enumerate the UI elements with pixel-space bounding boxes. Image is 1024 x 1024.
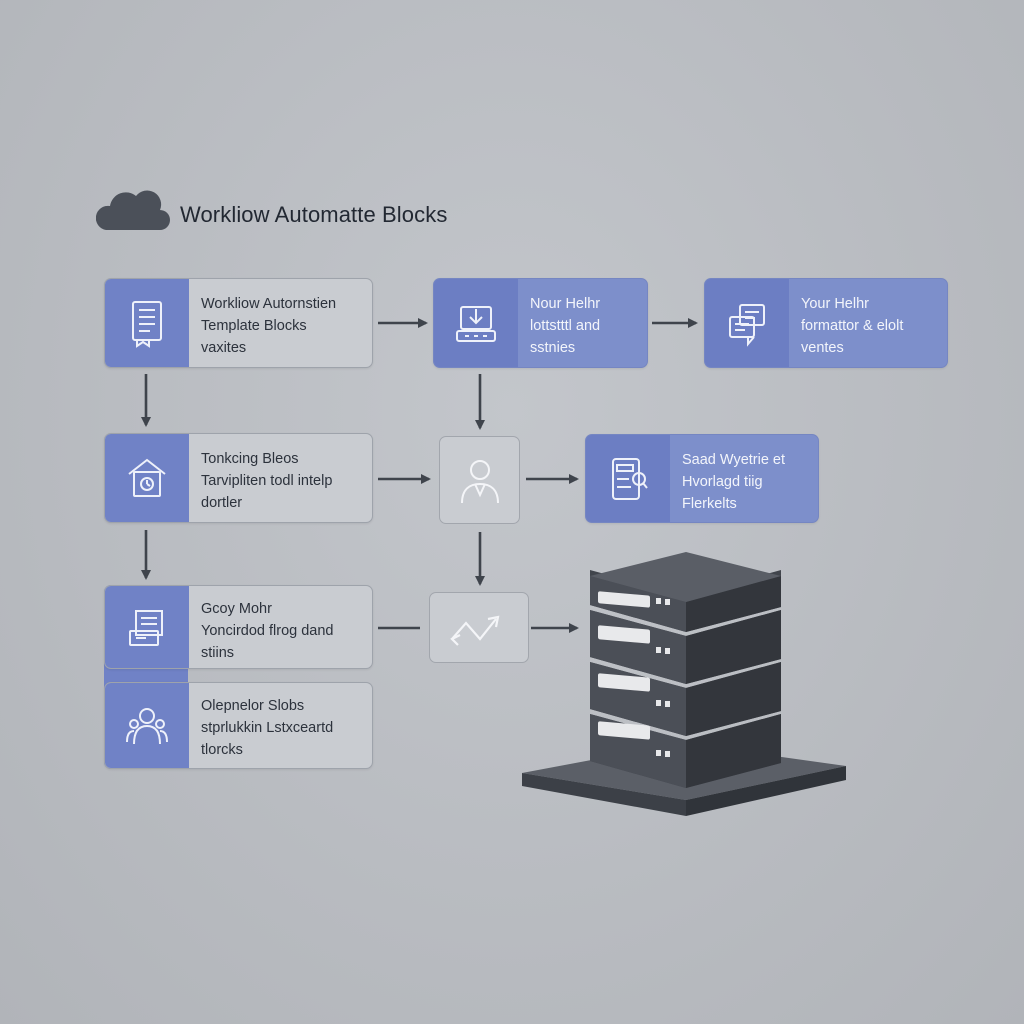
card-line: sstnies	[530, 340, 576, 356]
block-template-blocks[interactable]: Workliow Autornstien Template Blocks vax…	[104, 278, 373, 368]
block-your-helhr[interactable]: Your Helhr formattor & elolt ventes	[704, 278, 948, 368]
card-line: ventes	[801, 340, 844, 356]
card-line: Yoncirdod flrog dand	[201, 623, 334, 639]
block-saad-wyetrie[interactable]: Saad Wyetrie et Hvorlagd tiig Flerkelts	[585, 434, 819, 523]
card-line: lottstttl and	[530, 318, 601, 334]
user-icon	[460, 460, 499, 504]
card-line: tlorcks	[201, 742, 243, 758]
trend-node[interactable]	[429, 592, 529, 663]
card-line: Gcoy Mohr	[201, 601, 272, 617]
server-unit	[590, 662, 781, 736]
card-line: formattor & elolt	[801, 318, 904, 334]
card-line: dortler	[201, 495, 243, 511]
server-stack-icon	[522, 552, 846, 816]
card-line: vaxites	[201, 340, 247, 356]
block-tonkcing-bleos[interactable]: Tonkcing Bleos Tarvipliten todl intelp d…	[104, 433, 373, 523]
card-line: Flerkelts	[682, 496, 737, 512]
document-icon	[132, 301, 162, 348]
card-line: Olepnelor Slobs	[201, 698, 305, 714]
home-icon	[128, 458, 166, 497]
card-line: Template Blocks	[201, 318, 307, 334]
card-line: Workliow Autornstien	[201, 296, 337, 312]
card-line: Tarvipliten todl intelp	[201, 473, 333, 489]
block-gcoy-mohr[interactable]: Gcoy Mohr Yoncirdod flrog dand stiins	[104, 585, 373, 669]
card-line: stiins	[201, 645, 235, 661]
block-olepnelor-slobs[interactable]: Olepnelor Slobs stprlukkin Lstxceartd tl…	[104, 682, 373, 769]
team-icon	[126, 707, 168, 744]
chat-bubbles-icon	[729, 304, 765, 347]
diagram-title: Workliow Automatte Blocks	[180, 202, 448, 227]
cloud-icon	[96, 190, 170, 230]
server-unit	[590, 714, 781, 788]
form-search-icon	[612, 457, 648, 500]
download-tray-icon	[456, 306, 496, 342]
card-line: Saad Wyetrie et	[682, 452, 786, 468]
card-line: Your Helhr	[801, 296, 869, 312]
user-node[interactable]	[439, 436, 520, 524]
card-line: Hvorlagd tiig	[682, 474, 763, 490]
card-line: Nour Helhr	[530, 296, 601, 312]
server-unit	[590, 552, 781, 632]
card-line: Tonkcing Bleos	[201, 451, 299, 467]
server-unit	[590, 610, 781, 684]
block-nour-helhr[interactable]: Nour Helhr lottstttl and sstnies	[433, 278, 648, 368]
trend-arrows-icon	[450, 615, 500, 646]
card-line: stprlukkin Lstxceartd	[201, 720, 334, 736]
device-document-icon	[129, 610, 163, 646]
